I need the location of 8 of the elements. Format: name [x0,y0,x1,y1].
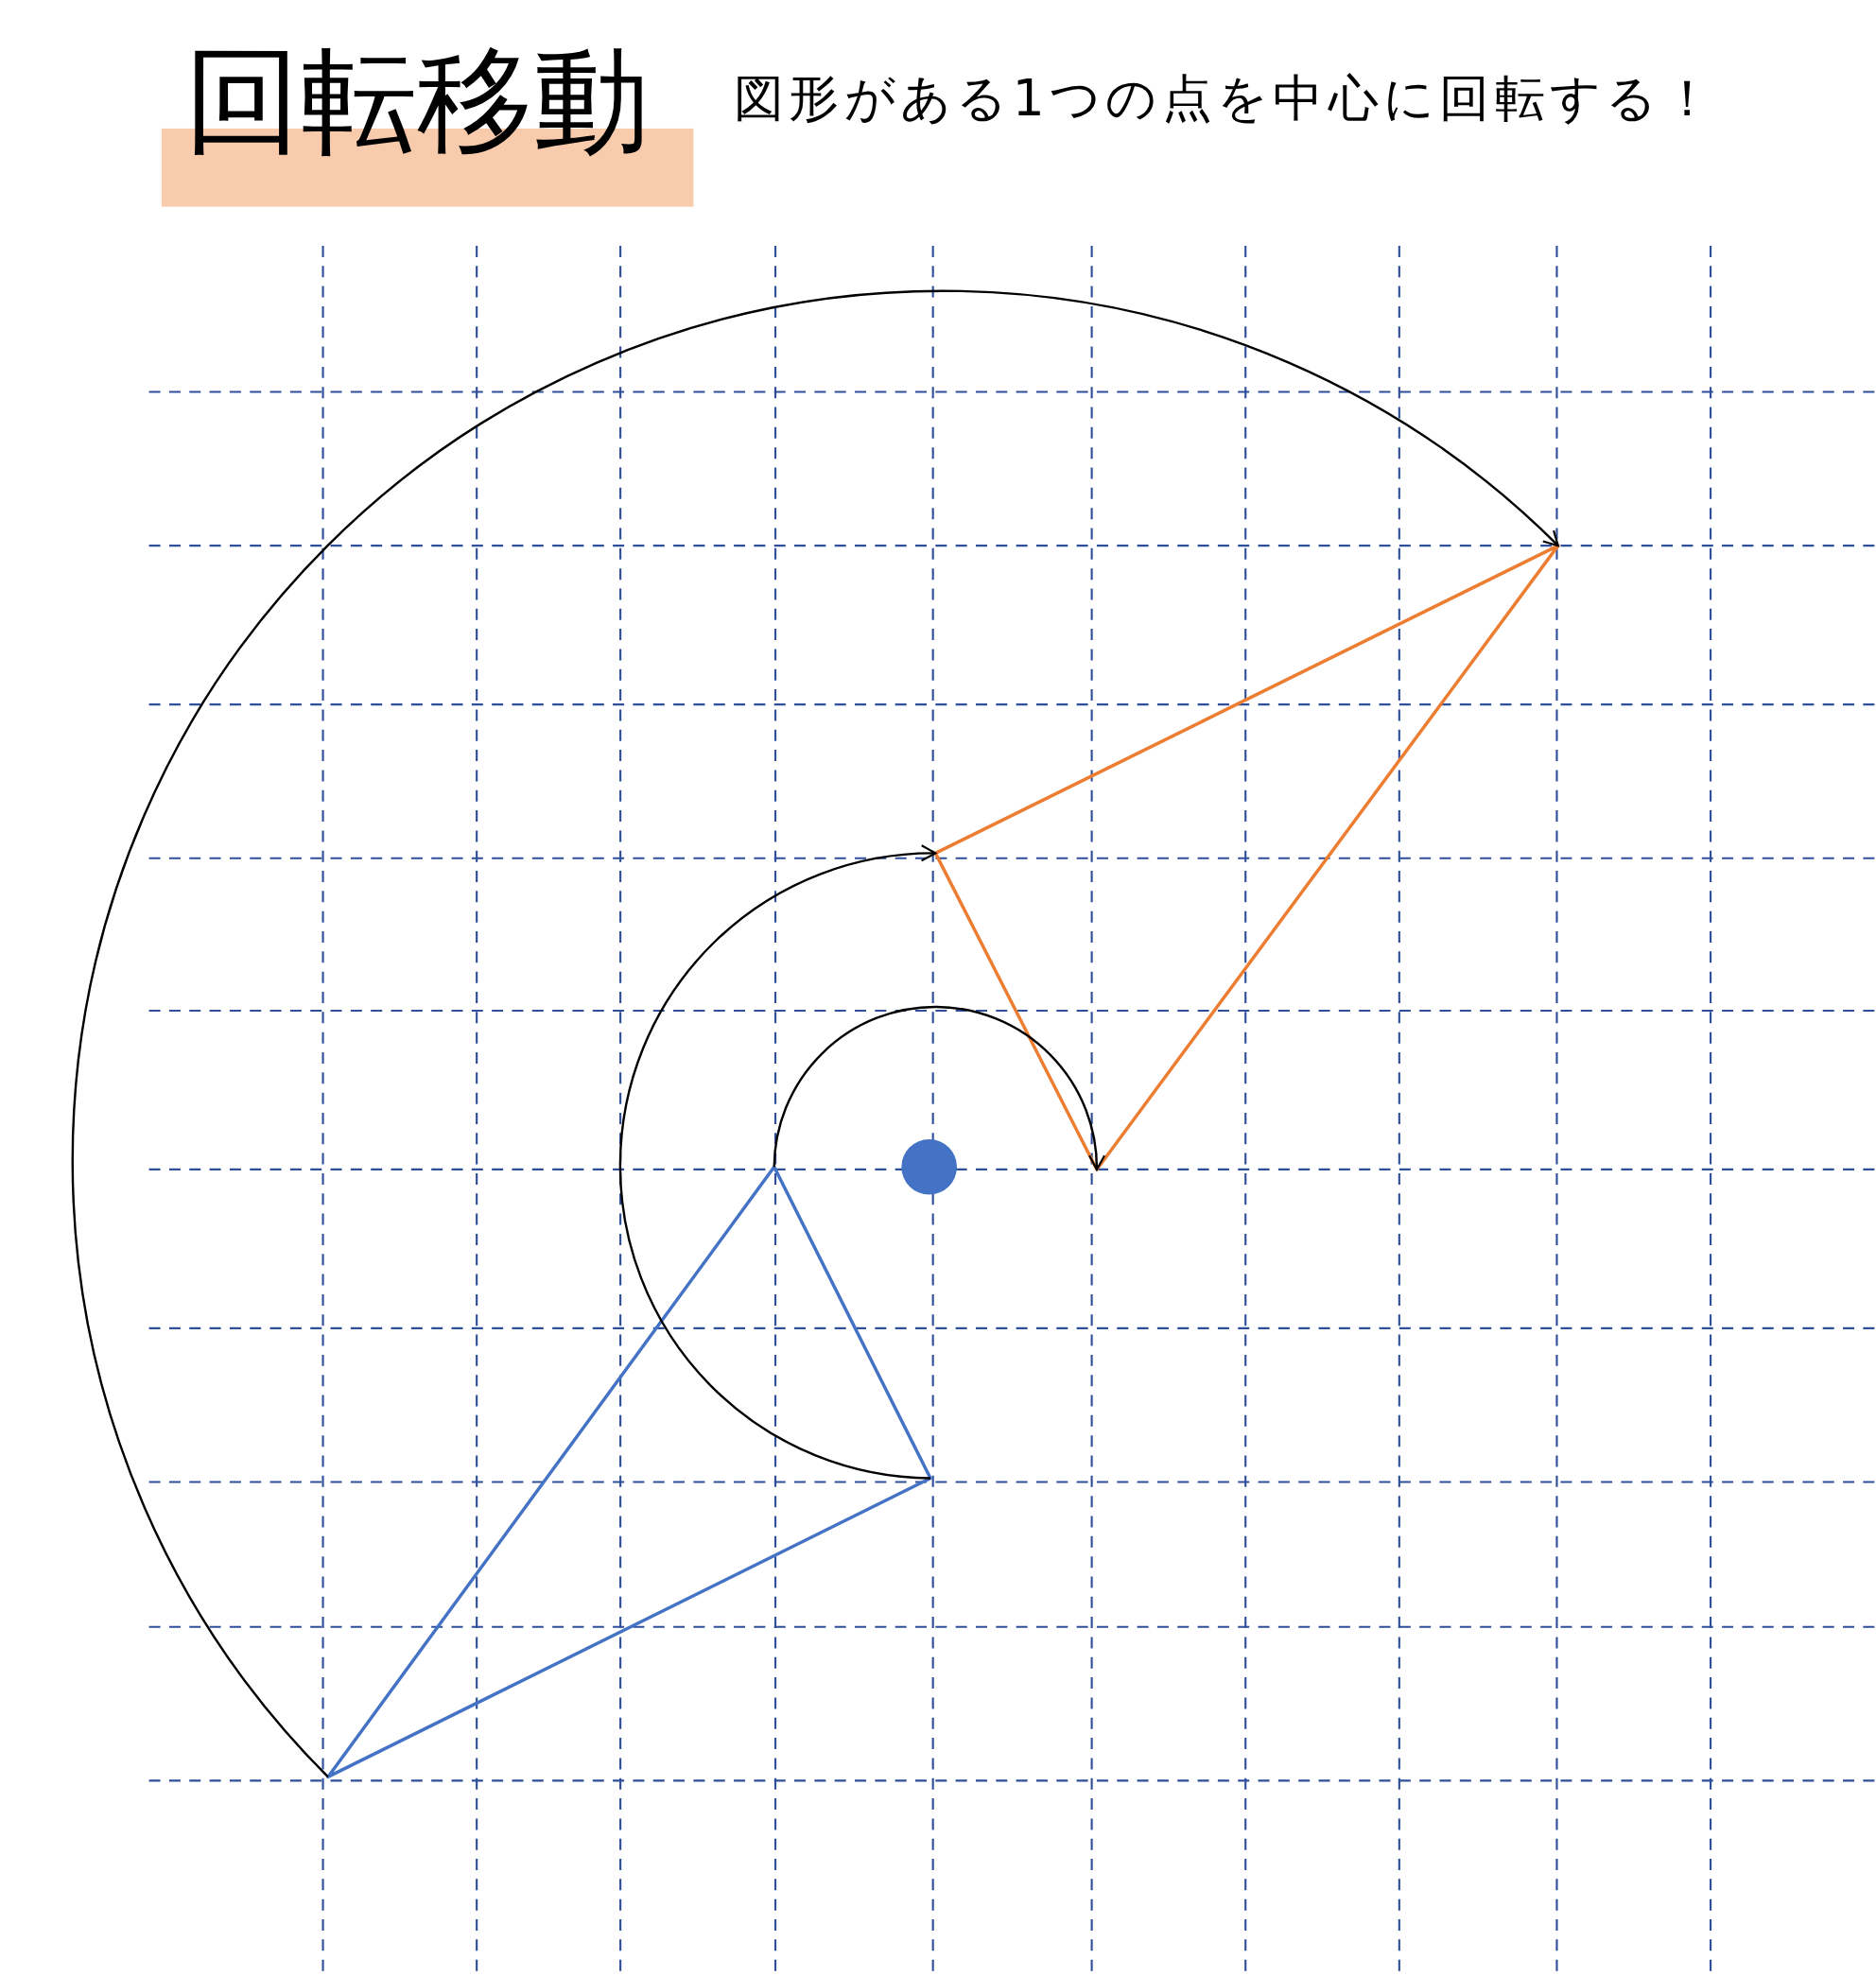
center-point [901,1138,957,1195]
rotation-arc-arrow [72,290,1559,1778]
rotated-triangle [933,544,1560,1171]
title: 回転移動 [183,38,650,165]
original-triangle [326,1165,932,1779]
rotation-arc-arrow [773,1006,1105,1170]
subtitle: 図形がある1つの点を中心に回転する！ [734,70,1717,127]
rotation-arc-arrow [619,845,937,1480]
